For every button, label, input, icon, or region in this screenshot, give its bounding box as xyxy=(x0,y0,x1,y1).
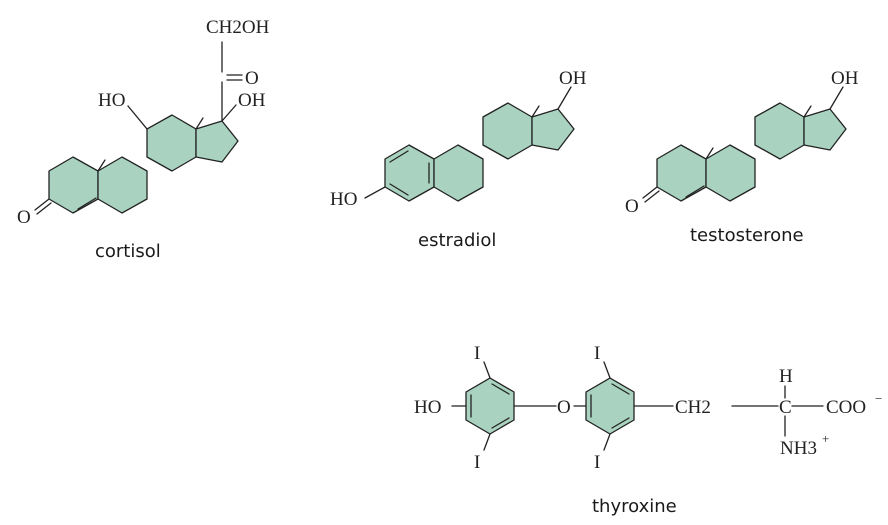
testosterone-ring-d xyxy=(803,108,847,151)
thyroxine-structure: I I I I HO O CH2 C H COO − NH3 + thyroxi… xyxy=(414,343,882,517)
testosterone-keto-o-label: O xyxy=(625,196,639,217)
cortisol-c17-oh-bond xyxy=(221,104,237,122)
cortisol-ring-c xyxy=(146,114,197,172)
cortisol-c11-ho-label: HO xyxy=(98,90,125,111)
thyroxine-nh3-charge: + xyxy=(822,431,829,446)
thyroxine-ho-label: HO xyxy=(414,397,441,418)
thyroxine-nh3-label: NH3 xyxy=(780,438,817,459)
thyroxine-iodine-4: I xyxy=(594,452,600,473)
testosterone-methyl-c10 xyxy=(705,147,714,160)
thyroxine-name: thyroxine xyxy=(592,496,677,517)
estradiol-ring-a xyxy=(384,144,435,202)
testosterone-ring-a xyxy=(656,144,707,202)
thyroxine-h-label: H xyxy=(779,366,793,387)
estradiol-oh-bond xyxy=(557,86,572,110)
testosterone-double-bond-c4 xyxy=(685,185,705,198)
thyroxine-ring-2-double-bonds xyxy=(590,383,630,429)
thyroxine-ch2-label: CH2 xyxy=(675,397,711,418)
cortisol-ring-a xyxy=(48,156,99,214)
testosterone-structure: OH O testosterone xyxy=(625,68,859,246)
estradiol-ring-d xyxy=(531,108,575,151)
thyroxine-c-alpha-label: C xyxy=(779,397,792,418)
cortisol-name: cortisol xyxy=(95,241,161,262)
cortisol-methyl-c10 xyxy=(97,159,106,172)
thyroxine-iodine-3: I xyxy=(594,343,600,364)
estradiol-oh-label: OH xyxy=(559,68,587,89)
estradiol-structure: OH HO estradiol xyxy=(330,68,587,251)
thyroxine-iodine-2: I xyxy=(474,452,480,473)
cortisol-carbonyl-bond xyxy=(226,74,243,81)
thyroxine-ring-2 xyxy=(585,377,635,435)
estradiol-ring-b xyxy=(433,144,484,202)
cortisol-c17-oh-label: OH xyxy=(238,90,266,111)
cortisol-keto-bond xyxy=(34,198,52,215)
thyroxine-coo-label: COO xyxy=(826,397,866,418)
cortisol-methyl-c13 xyxy=(195,117,204,130)
estradiol-ring-c xyxy=(482,102,533,160)
cortisol-keto-o-label: O xyxy=(17,207,31,228)
testosterone-keto-bond xyxy=(642,186,660,203)
thyroxine-iodine-bonds xyxy=(483,361,611,451)
cortisol-ch2oh-label: CH2OH xyxy=(206,17,270,38)
testosterone-ring-c xyxy=(754,102,805,160)
testosterone-methyl-c13 xyxy=(803,105,812,118)
testosterone-ring-b xyxy=(705,144,756,202)
cortisol-carbonyl-o-label: O xyxy=(245,68,259,89)
thyroxine-ring-1 xyxy=(465,377,515,435)
thyroxine-coo-charge: − xyxy=(875,391,882,406)
testosterone-oh-bond xyxy=(829,86,844,110)
thyroxine-ether-o-label: O xyxy=(557,397,571,418)
cortisol-ring-b xyxy=(97,156,148,214)
testosterone-oh-label: OH xyxy=(831,68,859,89)
cortisol-c11-oh-bond xyxy=(127,105,148,130)
estradiol-methyl-c13 xyxy=(531,105,540,118)
thyroxine-iodine-1: I xyxy=(474,343,480,364)
cortisol-ring-d xyxy=(195,120,239,163)
estradiol-name: estradiol xyxy=(418,230,496,251)
estradiol-aromatic-bonds xyxy=(389,150,430,196)
estradiol-ho-label: HO xyxy=(330,189,357,210)
thyroxine-ring-1-double-bonds xyxy=(470,383,510,429)
cortisol-structure: CH2OH O OH HO O cortisol xyxy=(17,17,270,262)
testosterone-name: testosterone xyxy=(690,225,804,246)
cortisol-double-bond-c4 xyxy=(77,197,97,210)
estradiol-ho-bond xyxy=(364,186,386,199)
thyroxine-side-chain-bonds xyxy=(633,385,824,437)
